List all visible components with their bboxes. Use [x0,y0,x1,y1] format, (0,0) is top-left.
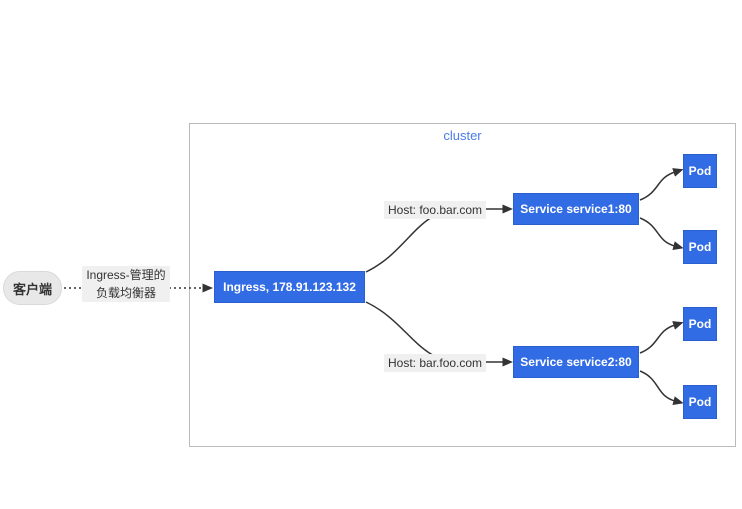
pod-node: Pod [683,230,717,264]
ingress-label: Ingress, 178.91.123.132 [223,280,356,294]
service1-node: Service service1:80 [513,193,639,225]
host-label-bar-foo: Host: bar.foo.com [384,354,487,372]
cluster-boundary [189,123,736,447]
client-node: 客户端 [3,271,62,305]
edge-service1-to-pod1 [639,168,684,201]
service2-node: Service service2:80 [513,346,639,378]
ingress-node: Ingress, 178.91.123.132 [214,271,365,303]
cluster-label: cluster [443,128,482,143]
load-balancer-label-line1: Ingress-管理的 [86,268,166,282]
host-label-foo-bar: Host: foo.bar.com [384,201,487,219]
pod-node: Pod [683,307,717,341]
edge-service2-to-pod4 [639,370,684,405]
pod-node: Pod [683,154,717,188]
pod-node: Pod [683,385,717,419]
load-balancer-edge-label: Ingress-管理的 负载均衡器 [82,266,170,302]
edge-service1-to-pod2 [639,217,684,250]
edge-service2-to-pod3 [639,321,684,354]
load-balancer-label-line2: 负载均衡器 [95,286,156,300]
edge-ingress-to-service2 [365,301,513,367]
client-label: 客户端 [12,281,52,297]
